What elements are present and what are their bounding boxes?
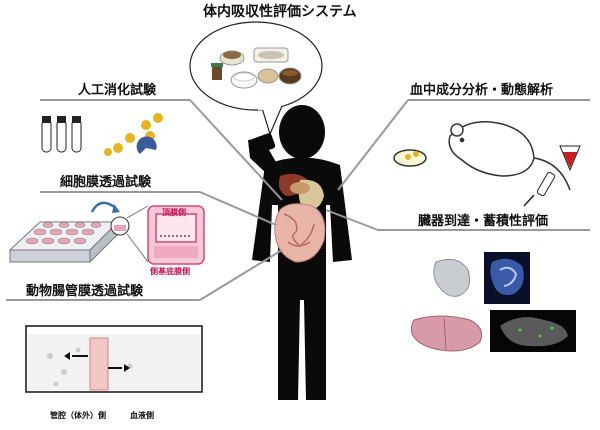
digestive-organs bbox=[274, 173, 326, 263]
lumen-side-label: 管腔（体外）側 bbox=[50, 411, 106, 420]
organ-images bbox=[410, 252, 576, 352]
food-speech-bubble bbox=[189, 21, 323, 136]
chamber-apical-label: 頂膜側 bbox=[162, 208, 186, 217]
label-intestine-permeation: 動物腸管膜透過試験 bbox=[26, 284, 144, 299]
cell-culture-plate bbox=[8, 201, 120, 264]
label-organ-accumulation: 臓器到達・蓄積性評価 bbox=[418, 214, 549, 229]
rat-illustration bbox=[393, 121, 571, 191]
label-blood-analysis: 血中成分分析・動態解析 bbox=[410, 83, 554, 98]
label-cell-permeation: 細胞膜透過試験 bbox=[60, 175, 152, 190]
permeation-chamber bbox=[25, 325, 203, 393]
test-tubes bbox=[41, 116, 82, 153]
blood-tube-icon bbox=[559, 145, 581, 172]
diagram-title: 体内吸収性評価システム bbox=[203, 4, 357, 20]
food-icons bbox=[211, 47, 302, 89]
capsules-pacman-icon bbox=[104, 113, 163, 156]
connector-lines bbox=[6, 99, 590, 301]
human-silhouette bbox=[248, 105, 352, 400]
blood-side-label: 血液側 bbox=[130, 411, 154, 420]
magnifier-circle bbox=[110, 205, 149, 263]
label-artificial-digestion: 人工消化試験 bbox=[78, 83, 157, 98]
transwell-chamber bbox=[147, 205, 205, 265]
chamber-basolateral-label: 側基底膜側 bbox=[150, 267, 190, 276]
syringe-icon bbox=[523, 171, 556, 207]
